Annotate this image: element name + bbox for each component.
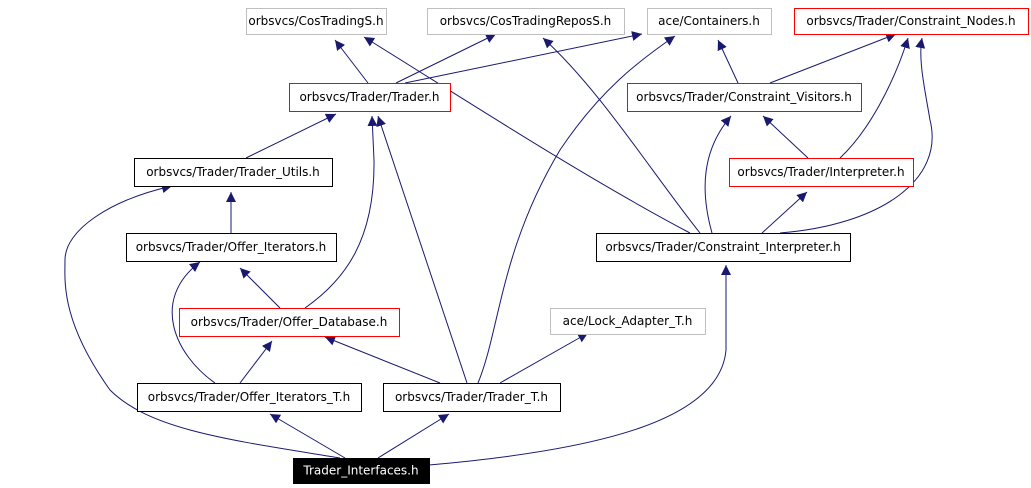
edge-trader-to-cos_trading_s (334, 39, 369, 84)
edge-offer_iterators_t-to-offer_iterators (171, 261, 216, 384)
node-box (179, 308, 400, 337)
edge-offer_database-to-trader (304, 115, 378, 309)
node-ace-containers[interactable]: ace/Containers.h (647, 8, 772, 35)
dependency-edges (64, 31, 933, 466)
node-label: orbsvcs/Trader/Constraint_Nodes.h (806, 14, 1015, 28)
node-label: orbsvcs/Trader/Offer_Database.h (191, 315, 388, 329)
node-label: ace/Containers.h (658, 14, 760, 28)
node-box (427, 8, 625, 35)
edge-trader_interfaces-to-trader_utils (64, 183, 341, 459)
node-label: orbsvcs/Trader/Trader_T.h (395, 390, 548, 404)
node-box (596, 233, 851, 262)
node-offer-iterators-t[interactable]: orbsvcs/Trader/Offer_Iterators_T.h (137, 383, 362, 412)
node-offer-iterators[interactable]: orbsvcs/Trader/Offer_Iterators.h (126, 233, 337, 262)
node-label: orbsvcs/Trader/Trader_Utils.h (146, 165, 320, 179)
node-label: Trader_Interfaces.h (302, 464, 418, 478)
node-cos-trading-s[interactable]: orbsvcs/CosTradingS.h (246, 8, 387, 35)
edge-trader_t-to-offer_database (324, 336, 441, 384)
node-label: orbsvcs/Trader/Offer_Iterators_T.h (148, 390, 350, 404)
node-label: orbsvcs/Trader/Constraint_Interpreter.h (605, 240, 840, 254)
edge-trader_t-to-lock_adapter (499, 332, 589, 384)
edge-trader-to-ace_containers (404, 31, 643, 84)
node-box (126, 233, 337, 262)
edge-trader_utils-to-trader (245, 113, 337, 159)
edge-trader_t-to-trader (376, 115, 468, 384)
edge-constraint_interpreter-to-interpreter (761, 191, 808, 234)
node-lock-adapter[interactable]: ace/Lock_Adapter_T.h (550, 308, 706, 335)
node-box (627, 83, 862, 112)
edge-offer_database-to-offer_iterators (239, 267, 281, 309)
node-box (134, 158, 333, 187)
node-label: ace/Lock_Adapter_T.h (563, 314, 693, 328)
node-offer-database[interactable]: orbsvcs/Trader/Offer_Database.h (179, 308, 400, 337)
node-interpreter[interactable]: orbsvcs/Trader/Interpreter.h (729, 158, 914, 187)
node-box (246, 8, 387, 35)
node-box (293, 458, 430, 484)
edge-constraint_interpreter-to-cos_trading_s (363, 36, 691, 234)
node-trader-utils[interactable]: orbsvcs/Trader/Trader_Utils.h (134, 158, 333, 187)
edge-interpreter-to-constraint_visitors (762, 115, 809, 159)
node-box (647, 8, 772, 35)
edge-constraint_interpreter-to-constraint_nodes (779, 37, 933, 234)
node-constraint-nodes[interactable]: orbsvcs/Trader/Constraint_Nodes.h (794, 8, 1029, 35)
node-trader-t[interactable]: orbsvcs/Trader/Trader_T.h (383, 383, 561, 412)
edge-constraint_interpreter-to-constraint_visitors (704, 115, 732, 234)
node-constraint-visitors[interactable]: orbsvcs/Trader/Constraint_Visitors.h (627, 83, 862, 112)
node-trader[interactable]: orbsvcs/Trader/Trader.h (289, 83, 451, 112)
node-box (289, 83, 451, 112)
node-constraint-interpreter[interactable]: orbsvcs/Trader/Constraint_Interpreter.h (596, 233, 851, 262)
edge-trader_interfaces-to-constraint_interpreter (428, 265, 731, 466)
node-box (383, 383, 561, 412)
node-box (729, 158, 914, 187)
edge-offer_iterators_t-to-offer_database (239, 340, 273, 384)
node-label: orbsvcs/Trader/Offer_Iterators.h (136, 240, 327, 254)
edge-trader_interfaces-to-trader_t (377, 413, 450, 459)
edge-trader_t-to-ace_containers (477, 35, 676, 384)
node-cos-trading-repos-s[interactable]: orbsvcs/CosTradingReposS.h (427, 8, 625, 35)
edge-constraint_visitors-to-ace_containers (717, 39, 739, 84)
edge-constraint_visitors-to-constraint_nodes (769, 32, 897, 84)
node-label: orbsvcs/CosTradingReposS.h (440, 14, 612, 28)
node-label: orbsvcs/Trader/Trader.h (299, 90, 439, 104)
edge-constraint_interpreter-to-cos_trading_repos_s (542, 37, 701, 234)
node-trader-interfaces[interactable]: Trader_Interfaces.h (293, 458, 430, 484)
node-box (794, 8, 1029, 35)
node-label: orbsvcs/Trader/Constraint_Visitors.h (636, 90, 852, 104)
node-label: orbsvcs/CosTradingS.h (248, 14, 383, 28)
node-box (137, 383, 362, 412)
node-box (550, 308, 706, 335)
edge-trader-to-cos_trading_repos_s (395, 33, 497, 84)
header-nodes: orbsvcs/CosTradingS.h orbsvcs/CosTradingR… (126, 8, 1029, 484)
edge-interpreter-to-constraint_nodes (839, 37, 910, 159)
edge-trader_interfaces-to-offer_iterators_t (269, 413, 346, 459)
node-label: orbsvcs/Trader/Interpreter.h (737, 165, 904, 179)
